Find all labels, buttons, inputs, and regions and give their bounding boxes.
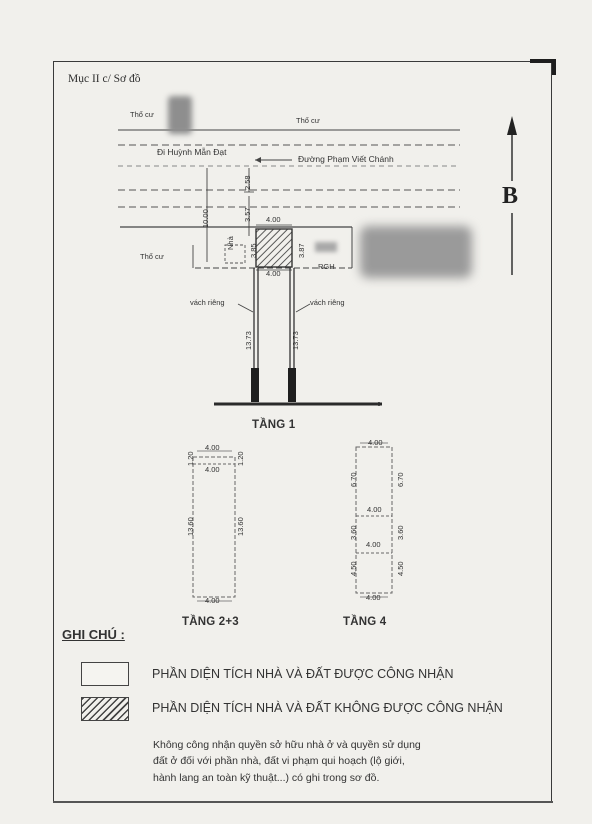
floor1-title: TẦNG 1 (252, 419, 296, 431)
floor23-top-outer: 4.00 (205, 443, 220, 452)
dim-1373-right: 13.73 (291, 331, 300, 350)
label-stray-letter: c (377, 399, 381, 408)
pier-left (251, 368, 259, 402)
frame-corner-mark (530, 59, 556, 75)
floor4-left-450: 4.50 (349, 561, 358, 576)
dim-1000: 10.00 (201, 209, 210, 228)
floor4-bottom: 4.00 (366, 593, 381, 602)
floor23-outline (192, 456, 236, 598)
dim-387: 3.87 (297, 243, 306, 258)
label-rgh: RGH (318, 262, 335, 271)
floor4-left-670: 6.70 (349, 472, 358, 487)
north-arrow-gap (504, 181, 520, 213)
north-arrowhead (507, 116, 517, 135)
dim-357: 3.57 (243, 207, 252, 222)
neighbor-house-box (224, 244, 246, 264)
redaction-blur (168, 96, 192, 134)
floor4-right-360: 3.60 (396, 525, 405, 540)
label-tho-cu-top-right: Thổ cư (296, 116, 320, 125)
leader-left (237, 303, 254, 313)
floor23-top-inner: 4.00 (205, 465, 220, 474)
redaction-blur-small (315, 242, 337, 252)
note-line-2: đất ở đối với phần nhà, đất vi phạm qui … (153, 755, 405, 767)
floor4-right-670: 6.70 (396, 472, 405, 487)
legend-recognized-text: PHẦN DIỆN TÍCH NHÀ VÀ ĐẤT ĐƯỢC CÔNG NHẬN (152, 667, 454, 681)
legend-not-recognized-text: PHẦN DIỆN TÍCH NHÀ VÀ ĐẤT KHÔNG ĐƯỢC CÔN… (152, 701, 503, 715)
label-tho-cu-top-left: Thổ cư (130, 110, 154, 119)
frame-bottom-line (53, 801, 553, 803)
floor23-bottom: 4.00 (205, 596, 220, 605)
floor23-left-small: 1.20 (186, 451, 195, 466)
leader-right (295, 303, 311, 313)
label-road-right: Đường Phạm Viết Chánh (298, 154, 394, 164)
dim-1373-left: 13.73 (244, 331, 253, 350)
road-arrowhead (255, 157, 261, 163)
dim-385: 3.85 (249, 243, 258, 258)
floor4-left-360: 3.60 (349, 525, 358, 540)
floor23-right-small: 1.20 (236, 451, 245, 466)
floor23-title: TẦNG 2+3 (182, 616, 239, 628)
legend-recognized-swatch (81, 662, 129, 686)
north-symbol: B (502, 183, 519, 209)
pier-right (288, 368, 296, 402)
legend-heading: GHI CHÚ : (62, 627, 125, 642)
label-nha: Nhà (226, 236, 235, 250)
redacted-stamp (360, 226, 472, 278)
label-vach-rieng-right: vách riêng (310, 298, 345, 307)
floor4-mid2: 4.00 (366, 540, 381, 549)
legend-not-recognized-swatch (81, 697, 129, 721)
floor4-mid1: 4.00 (367, 505, 382, 514)
hatched-lot-area (255, 228, 293, 268)
floor23-right-long: 13.60 (236, 517, 245, 536)
floor4-title: TẦNG 4 (343, 616, 387, 628)
label-vach-rieng-left: vách riêng (190, 298, 225, 307)
floor23-left-long: 13.60 (186, 517, 195, 536)
floor4-outline (355, 446, 393, 594)
note-line-1: Không công nhận quyền sở hữu nhà ở và qu… (153, 739, 421, 751)
label-road-left: Đi Huỳnh Mẫn Đạt (157, 147, 227, 157)
dim-400-top: 4.00 (266, 215, 281, 224)
label-tho-cu-left: Thổ cư (140, 252, 164, 261)
section-title: Mục II c/ Sơ đồ (68, 73, 141, 85)
dim-258: 2.58 (243, 175, 252, 190)
floor4-right-450: 4.50 (396, 561, 405, 576)
dim-400-bottom: 4.00 (266, 269, 281, 278)
floor4-top: 4.00 (368, 438, 383, 447)
note-line-3: hành lang an toàn kỹ thuật...) có ghi tr… (153, 772, 380, 784)
